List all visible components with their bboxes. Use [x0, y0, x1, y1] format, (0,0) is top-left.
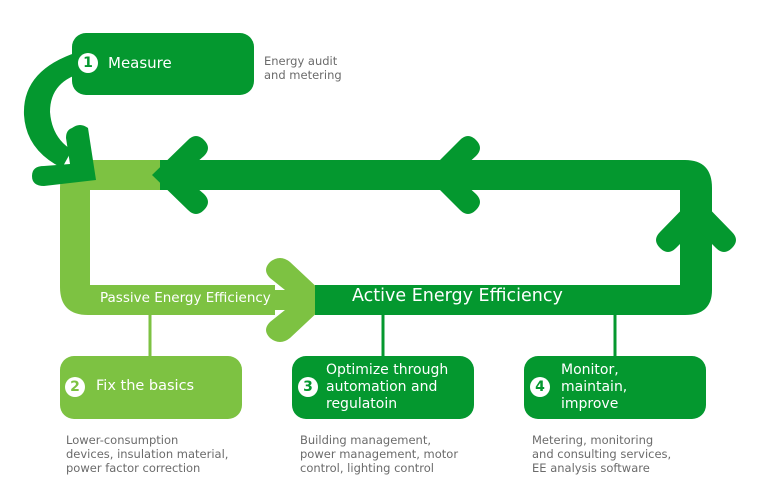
- step-3-badge: 3: [298, 377, 318, 397]
- measure-curve-arrow-head: [32, 125, 96, 186]
- step-2-badge: 2: [65, 377, 85, 397]
- step-3-box: 3 Optimize through automation and regula…: [292, 356, 474, 419]
- left-arrow-head: [152, 136, 208, 214]
- step-1-box: 1 Measure: [72, 33, 254, 95]
- step-3-title: Optimize through automation and regulato…: [326, 362, 449, 412]
- step-2-box: 2 Fix the basics: [60, 356, 242, 419]
- top-arrow-head: [425, 136, 480, 214]
- measure-curve-arrow: [23, 52, 86, 168]
- step-2-title: Fix the basics: [96, 378, 195, 394]
- step-2-description: Lower-consumption devices, insulation ma…: [66, 433, 229, 475]
- passive-arrow-head: [266, 258, 326, 342]
- step-1-title: Measure: [108, 54, 172, 72]
- active-band-label: Active Energy Efficiency: [352, 286, 563, 306]
- active-loop: [23, 52, 736, 315]
- step-4-title: Monitor, maintain, improve: [561, 362, 628, 412]
- step-4-description: Metering, monitoring and consulting serv…: [532, 433, 672, 475]
- step-4-box: 4 Monitor, maintain, improve: [524, 356, 706, 419]
- step-3-description: Building management, power management, m…: [300, 433, 459, 475]
- up-arrow-head: [656, 195, 736, 252]
- passive-band-label: Passive Energy Efficiency: [100, 290, 271, 306]
- step-1-badge: 1: [78, 53, 98, 73]
- step-4-badge: 4: [530, 377, 550, 397]
- step-1-description: Energy audit and metering: [264, 54, 342, 82]
- active-band: [160, 160, 712, 315]
